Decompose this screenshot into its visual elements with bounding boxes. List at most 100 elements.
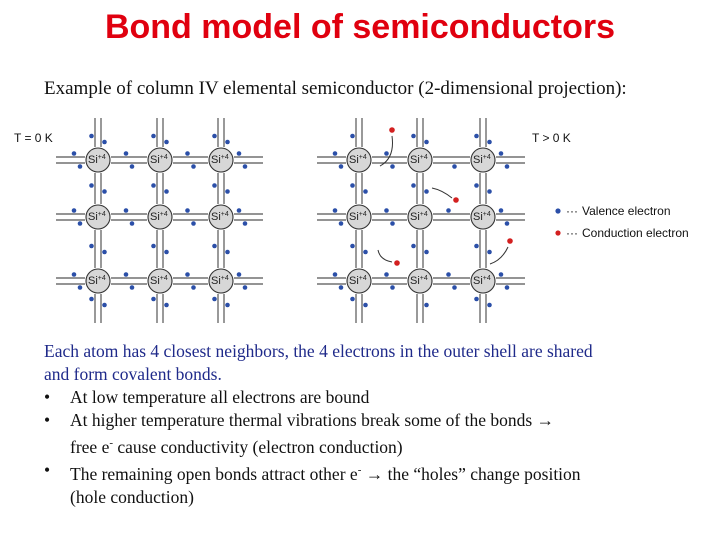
valence-electron (129, 164, 135, 169)
valence-electron (424, 139, 429, 145)
movement-arrow (377, 249, 393, 263)
silicon-atom (147, 204, 173, 230)
valence-electron (384, 151, 389, 156)
bullet-marker: • (44, 410, 51, 430)
valence-electron (446, 208, 451, 213)
silicon-atom (346, 204, 372, 230)
valence-electron (129, 221, 135, 226)
conduction-electron (389, 127, 395, 133)
left-temperature-label: T = 0 K (14, 131, 53, 145)
valence-electron (71, 151, 77, 156)
valence-electron (487, 139, 492, 145)
valence-electron (236, 272, 242, 277)
valence-electron (89, 296, 94, 302)
valence-electron (363, 249, 368, 255)
valence-electron (350, 183, 355, 188)
silicon-atom (85, 204, 111, 230)
valence-electron (498, 151, 504, 156)
bullet-2: • At higher temperature thermal vibratio… (44, 409, 694, 432)
valence-electron (151, 296, 156, 302)
valence-electron (242, 285, 248, 290)
valence-electron (151, 133, 156, 139)
valence-electron (350, 296, 355, 302)
bullet-2-cont-pre: free e (70, 436, 110, 457)
valence-electron (338, 221, 344, 226)
valence-electron (474, 243, 479, 249)
bullet-3-pre: The remaining open bonds attract other e (70, 463, 358, 484)
bullet-2-cont-post: cause conductivity (electron conduction) (113, 436, 403, 457)
valence-electron (363, 189, 368, 194)
valence-electron (446, 272, 451, 277)
valence-electron (424, 189, 429, 194)
silicon-atom (208, 204, 234, 230)
valence-electron (452, 285, 457, 290)
silicon-atom (470, 204, 496, 230)
silicon-atom (407, 268, 433, 294)
conduction-electron (394, 260, 400, 266)
right-temperature-label: T > 0 K (532, 131, 571, 145)
valence-electron (151, 243, 156, 249)
valence-electron (236, 151, 242, 156)
valence-electron (164, 302, 169, 308)
valence-electron (390, 221, 395, 226)
valence-electron (102, 302, 107, 308)
valence-electron (474, 133, 479, 139)
valence-electron (89, 243, 94, 249)
slide-title: Bond model of semiconductors (104, 8, 616, 46)
valence-electron (452, 164, 457, 169)
valence-electron (123, 208, 129, 213)
valence-electron (185, 208, 190, 213)
valence-electron (129, 285, 135, 290)
valence-electron (123, 151, 129, 156)
bullet-3: • The remaining open bonds attract other… (44, 459, 694, 486)
silicon-atom (346, 147, 372, 173)
silicon-atom (407, 204, 433, 230)
valence-electron (102, 139, 107, 145)
valence-electron (102, 249, 107, 255)
valence-electron (242, 164, 248, 169)
silicon-atom (407, 147, 433, 173)
valence-electron (332, 151, 338, 156)
valence-electron (151, 183, 156, 188)
bullet-3-text: The remaining open bonds attract other e… (70, 459, 581, 486)
valence-electron (225, 249, 230, 255)
silicon-atom (208, 147, 234, 173)
valence-electron (71, 208, 77, 213)
valence-electron (424, 249, 429, 255)
valence-electron (164, 139, 169, 145)
valence-electron (390, 164, 395, 169)
valence-electron (77, 164, 83, 169)
legend-conduction-prefix: ··· (566, 226, 578, 240)
valence-electron (332, 208, 338, 213)
valence-electron (338, 164, 344, 169)
legend-conduction-label: Conduction electron (582, 226, 689, 240)
bullet-2-text: At higher temperature thermal vibrations… (70, 410, 555, 430)
silicon-atom (346, 268, 372, 294)
valence-electron (191, 285, 196, 290)
bullet-2-cont-sup: - (109, 437, 114, 449)
legend: ··· Valence electron ··· Conduction elec… (555, 204, 689, 240)
valence-electron (350, 243, 355, 249)
bullet-3-post: → the “holes” change position (361, 463, 581, 484)
valence-electron (424, 302, 429, 308)
valence-electron (411, 133, 416, 139)
valence-electron (242, 221, 248, 226)
slide-subtitle: Example of column IV elemental semicondu… (44, 78, 627, 99)
conduction-electron (507, 238, 513, 244)
valence-electron (363, 302, 368, 308)
legend-valence-dot (555, 208, 561, 214)
explanation-text: Each atom has 4 closest neighbors, the 4… (44, 340, 694, 509)
valence-electron (212, 183, 217, 188)
silicon-atom (147, 268, 173, 294)
valence-electron (411, 243, 416, 249)
silicon-atom (85, 268, 111, 294)
silicon-atom (85, 147, 111, 173)
valence-electron (164, 249, 169, 255)
valence-electron (390, 285, 395, 290)
valence-electron (123, 272, 129, 277)
valence-electron (212, 296, 217, 302)
valence-electron (225, 302, 230, 308)
bullet-1-text: At low temperature all electrons are bou… (70, 387, 370, 407)
movement-arrow (431, 187, 453, 199)
